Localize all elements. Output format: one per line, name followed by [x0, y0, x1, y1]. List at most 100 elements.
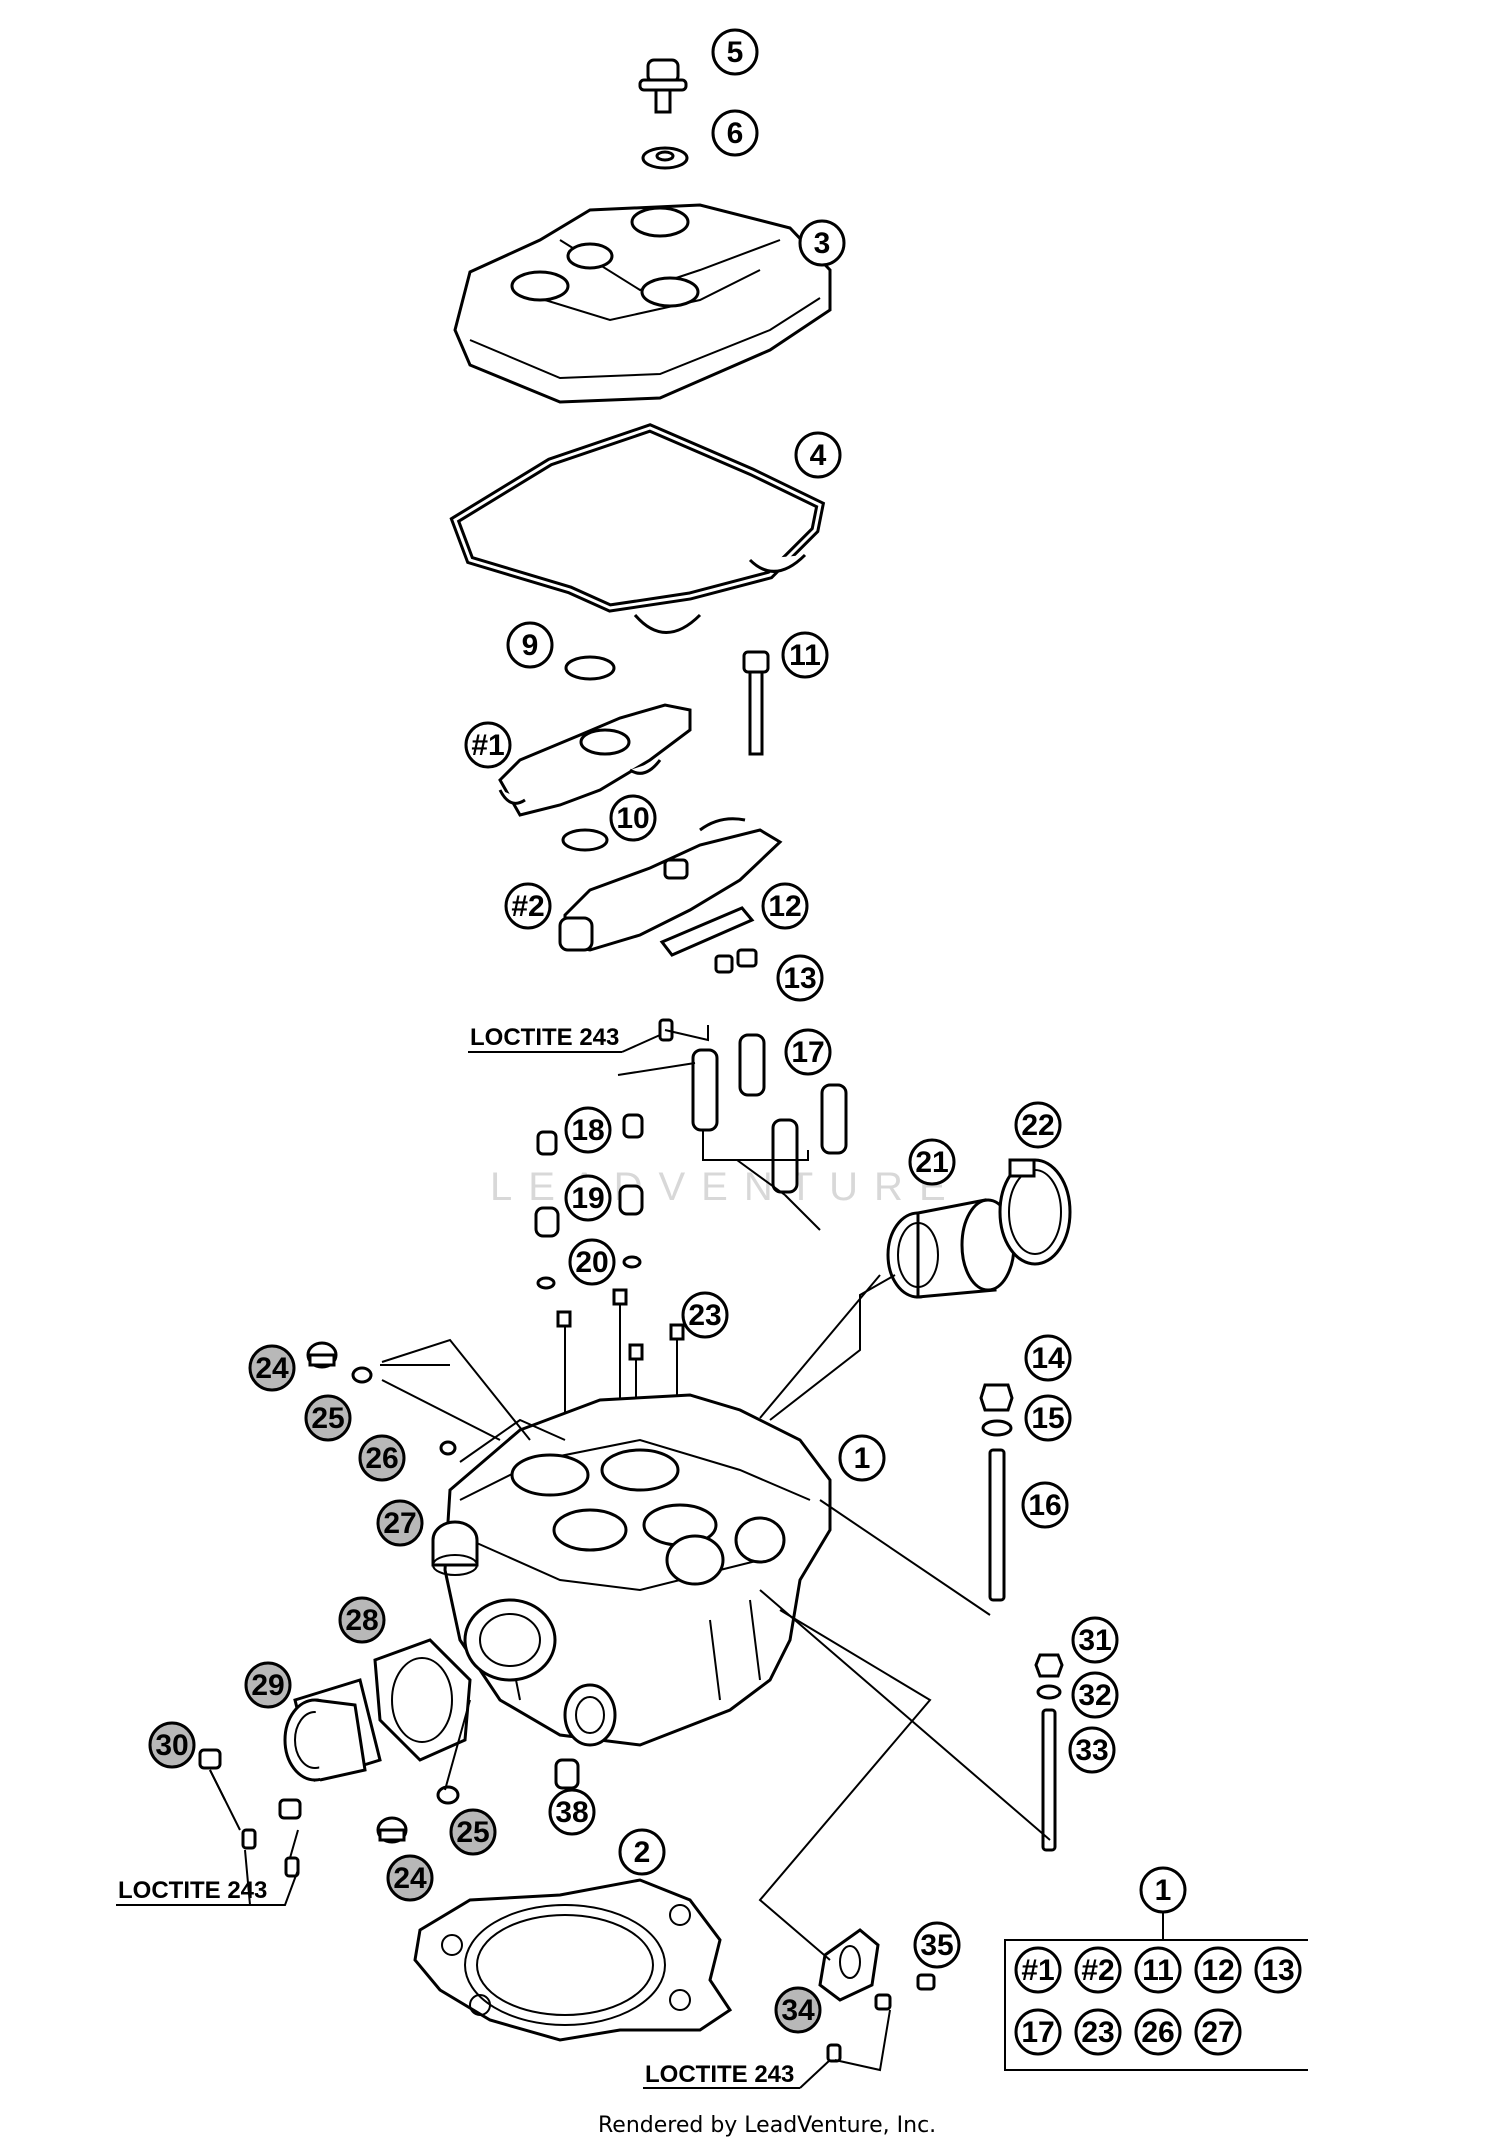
callout-c5-circle: [711, 28, 759, 76]
part-3-valve-cover: [453, 203, 832, 404]
part-21-intake-boot: [886, 1198, 1016, 1299]
part-24-plug-lower: [376, 1816, 408, 1844]
part-30-bolts: [198, 1748, 302, 1878]
callout-c15-circle: [1024, 1394, 1072, 1442]
callout-c26-label: 26: [365, 1442, 398, 1475]
part-38-plug: [554, 1758, 580, 1790]
loctite-note-left: LOCTITE 243: [116, 1877, 285, 1906]
callout-c16: 16: [1021, 1481, 1069, 1529]
callout-c4: 4: [794, 431, 842, 479]
callout-c10-circle: [609, 794, 657, 842]
callout-c31-circle: [1071, 1616, 1119, 1664]
callout-c24b-label: 24: [393, 1862, 427, 1895]
loctite-note-lower: LOCTITE 243: [643, 2059, 831, 2089]
callout-c30-circle: [148, 1721, 196, 1769]
callout-c29-circle: [244, 1661, 292, 1709]
kit-item-17-circle: [1014, 2008, 1062, 2056]
part-16-stud: [988, 1448, 1006, 1602]
callout-c17: 17: [784, 1028, 832, 1076]
callout-c30: 30: [148, 1721, 196, 1769]
callout-kit1-label: 1: [1155, 1874, 1172, 1907]
callout-c24a-label: 24: [255, 1352, 289, 1385]
callout-c38-circle: [548, 1788, 596, 1836]
callout-c1a-circle: [464, 721, 512, 769]
callout-c18-circle: [564, 1106, 612, 1154]
footer-credit: Rendered by LeadVenture, Inc.: [598, 2113, 936, 2138]
callout-c29: 29: [244, 1661, 292, 1709]
callout-c1-circle: [838, 1434, 886, 1482]
callout-c6-circle: [711, 109, 759, 157]
callout-c23-label: 23: [688, 1299, 721, 1332]
callout-c22-label: 22: [1021, 1109, 1054, 1142]
callout-c23: 23: [681, 1291, 729, 1339]
part-10-o-ring: [561, 828, 609, 852]
callout-c2-label: 2: [634, 1836, 651, 1869]
kit-box: [1004, 1912, 1308, 2071]
callout-c34-label: 34: [781, 1994, 815, 2027]
callout-c16-circle: [1021, 1481, 1069, 1529]
callout-c17-label: 17: [791, 1036, 824, 1069]
callout-c38: 38: [548, 1788, 596, 1836]
callout-c5-label: 5: [727, 36, 744, 69]
svg-text:LOCTITE 243: LOCTITE 243: [118, 1877, 267, 1904]
callout-c6-label: 6: [727, 117, 744, 150]
part-4-gasket: [449, 423, 826, 634]
part-35-bolts: [826, 1973, 936, 2063]
part-1-cylinder-head: [443, 1393, 832, 1747]
callout-c25b: 25: [449, 1808, 497, 1856]
callout-c14-label: 14: [1031, 1342, 1065, 1375]
kit-item-27-circle: [1194, 2008, 1242, 2056]
callout-c38-label: 38: [555, 1796, 588, 1829]
part-34-cover-plate: [818, 1928, 880, 2002]
part-19-spring-seat: [534, 1184, 644, 1238]
callout-c24a: 24: [248, 1344, 296, 1392]
callout-c14: 14: [1024, 1334, 1072, 1382]
callout-c33: 33: [1068, 1726, 1116, 1774]
kit-item-n1: #1: [1014, 1946, 1062, 1994]
callout-c28-circle: [338, 1596, 386, 1644]
kit-item-n2: #2: [1074, 1946, 1122, 1994]
callout-c21-circle: [908, 1138, 956, 1186]
callout-c6: 6: [711, 109, 759, 157]
kit-item-17: 17: [1014, 2008, 1062, 2056]
callout-c10-label: 10: [616, 802, 649, 835]
kit-item-27: 27: [1194, 2008, 1242, 2056]
callout-c22: 22: [1014, 1101, 1062, 1149]
callout-c14-circle: [1024, 1334, 1072, 1382]
part-6-washer: [641, 146, 689, 170]
part-22-clamp: [998, 1158, 1072, 1266]
callout-c34-circle: [774, 1986, 822, 2034]
callout-c13: 13: [776, 954, 824, 1002]
callout-c18-label: 18: [571, 1114, 604, 1147]
callout-c2-circle: [618, 1828, 666, 1876]
part-25-o-ring-lower: [436, 1785, 460, 1805]
callout-c22-circle: [1014, 1101, 1062, 1149]
callout-c13-circle: [776, 954, 824, 1002]
callout-c27-circle: [376, 1499, 424, 1547]
callout-c20-label: 20: [575, 1246, 608, 1279]
callout-c31: 31: [1071, 1616, 1119, 1664]
callout-c9: 9: [506, 621, 554, 669]
callout-c21: 21: [908, 1138, 956, 1186]
part-25-o-ring-upper: [351, 1366, 373, 1384]
callout-c32-label: 32: [1078, 1679, 1111, 1712]
callout-c21-label: 21: [915, 1146, 948, 1179]
callout-c1a: #1: [464, 721, 512, 769]
kit-item-12: 12: [1194, 1946, 1242, 1994]
callout-kit1-circle: [1139, 1866, 1187, 1914]
watermark: LEADVENTURE: [490, 1165, 962, 1209]
callout-c26: 26: [358, 1434, 406, 1482]
callout-c13-label: 13: [783, 962, 816, 995]
part-5-bolt: [638, 58, 688, 114]
part-24-plug-upper: [306, 1341, 338, 1369]
part-29-intake-flange: [283, 1678, 382, 1782]
callout-c32-circle: [1071, 1671, 1119, 1719]
callout-c10: 10: [609, 794, 657, 842]
callout-kit1: 1: [1139, 1866, 1187, 1914]
callout-c12-label: 12: [768, 890, 801, 923]
kit-item-n1-label: #1: [1021, 1954, 1054, 1987]
kit-item-n2-label: #2: [1081, 1954, 1114, 1987]
kit-item-17-label: 17: [1021, 2016, 1054, 2049]
callout-c19: 19: [564, 1174, 612, 1222]
callout-c32: 32: [1071, 1671, 1119, 1719]
